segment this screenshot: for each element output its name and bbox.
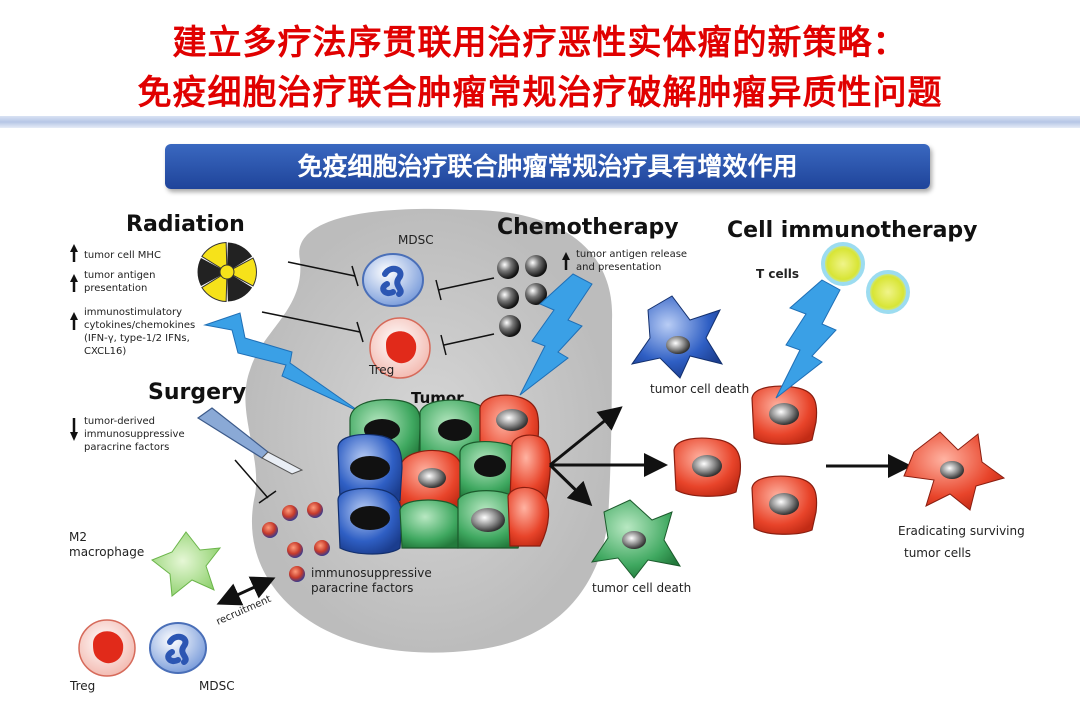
surgery-effect-1: tumor-derived: [84, 416, 155, 427]
treg-top-label: Treg: [368, 363, 394, 377]
m2-label-1: M2: [69, 530, 87, 544]
surviving-tumor-cell: [673, 437, 742, 497]
immunosuppressive-label-2: paracrine factors: [311, 581, 413, 595]
chemo-effect-1: tumor antigen release: [576, 249, 687, 260]
title-line-2: 免疫细胞治疗联合肿瘤常规治疗破解肿瘤异质性问题: [137, 73, 943, 113]
death-bottom-label: tumor cell death: [592, 581, 691, 595]
up-arrow-icon: [562, 252, 570, 270]
t-cell-icon: [821, 242, 865, 286]
t-cell-icon: [866, 270, 910, 314]
chemotherapy-heading: Chemotherapy: [497, 215, 679, 240]
radiation-effect-4: immunostimulatory: [84, 307, 182, 318]
inhibit-radiation-mdsc: [287, 261, 359, 287]
radiation-icon: [197, 241, 257, 303]
radiation-effect-2: tumor antigen: [84, 270, 155, 281]
up-arrow-icon: [70, 244, 78, 262]
radiation-effect-3: presentation: [84, 283, 147, 294]
surgery-effect-3: paracrine factors: [84, 442, 169, 453]
recruitment-label: recruitment: [215, 594, 273, 628]
inhibit-surgery-factors: [234, 459, 277, 504]
eradicated-tumor-cell: [903, 431, 1006, 511]
inhibit-chemo-treg: [440, 333, 495, 356]
t-cells-label: T cells: [756, 267, 799, 281]
surgery-heading: Surgery: [148, 380, 246, 405]
dying-tumor-cell-blue: [630, 295, 724, 379]
tumor-cluster: [337, 394, 551, 555]
treg-cell-icon: [369, 317, 431, 379]
eradicating-label-1: Eradicating surviving: [898, 524, 1025, 538]
treg-cell-icon: [78, 619, 136, 677]
mdsc-cell-icon: [149, 622, 207, 674]
radiation-effect-5: cytokines/chemokines: [84, 320, 195, 331]
recruitment-arrow: [216, 576, 276, 606]
up-arrow-icon: [70, 312, 78, 330]
paracrine-factor-dots: [262, 502, 330, 582]
dying-tumor-cell-green: [590, 499, 682, 579]
lightning-icon: [519, 273, 593, 396]
m2-macrophage-icon: [151, 531, 222, 597]
mdsc-cell-icon: [362, 253, 424, 307]
radiation-effect-6: (IFN-γ, type-1/2 IFNs,: [84, 333, 190, 344]
eradicating-label-2: tumor cells: [904, 546, 971, 560]
radiation-effect-7: CXCL16): [84, 346, 126, 357]
cell-immunotherapy-heading: Cell immunotherapy: [727, 218, 978, 243]
surgery-effect-2: immunosuppressive: [84, 429, 185, 440]
chemo-particle-icon: [497, 255, 547, 337]
chemo-effect-2: and presentation: [576, 262, 661, 273]
arrow-to-death-bottom: [548, 463, 593, 507]
up-arrow-icon: [70, 274, 78, 292]
m2-label-2: macrophage: [69, 545, 144, 559]
treg-bottom-label: Treg: [69, 679, 95, 693]
down-arrow-icon: [70, 418, 78, 441]
banner: 免疫细胞治疗联合肿瘤常规治疗具有增效作用: [165, 144, 930, 189]
immunosuppressive-label-1: immunosuppressive: [311, 566, 432, 580]
surviving-tumor-cell: [751, 385, 818, 445]
radiation-heading: Radiation: [126, 212, 245, 237]
mdsc-top-label: MDSC: [398, 233, 434, 247]
radiation-effect-1: tumor cell MHC: [84, 250, 161, 261]
lightning-icon: [775, 279, 841, 399]
surviving-tumor-cell: [751, 475, 818, 535]
arrow-to-death-top: [549, 406, 623, 467]
title-divider: [0, 116, 1080, 128]
inhibit-radiation-treg: [261, 311, 364, 343]
inhibit-chemo-mdsc: [435, 277, 495, 301]
scalpel-icon: [196, 407, 304, 475]
death-top-label: tumor cell death: [650, 382, 749, 396]
mdsc-bottom-label: MDSC: [199, 679, 235, 693]
title-line-1: 建立多疗法序贯联用治疗恶性实体瘤的新策略：: [172, 23, 908, 63]
